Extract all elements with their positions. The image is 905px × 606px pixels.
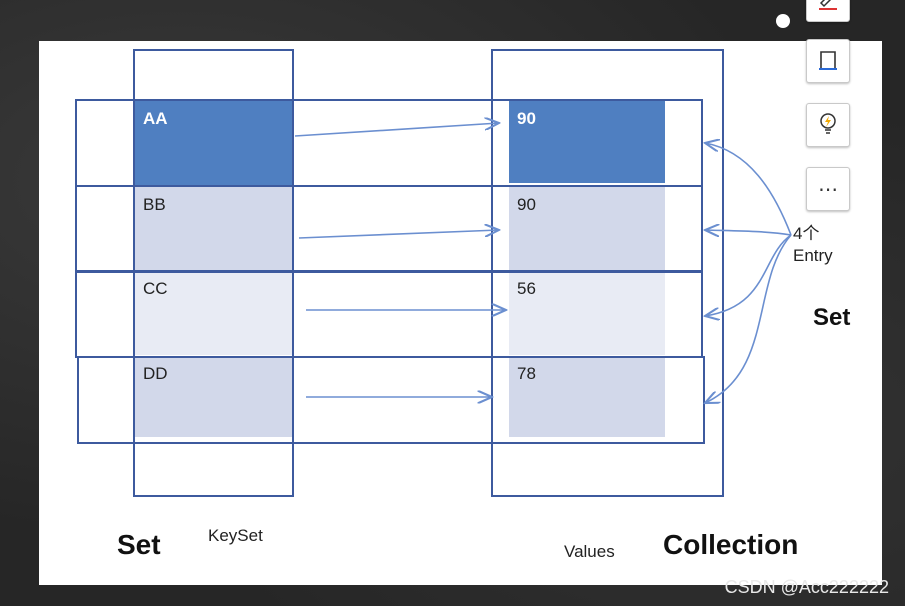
arrow-aa-to-value: [294, 123, 499, 137]
entry-curve-4: [705, 234, 792, 403]
key-cell-aa: [135, 101, 293, 185]
key-cell-bb: [135, 186, 293, 270]
watermark: CSDN @Acc222222: [724, 577, 889, 597]
keyset-column-outline: [133, 49, 294, 497]
entry-word-label: Entry: [793, 246, 833, 265]
more-button[interactable]: ⋯: [806, 167, 850, 211]
layout-icon: [815, 46, 841, 77]
pen-icon: [815, 0, 841, 16]
entry-curve-1: [705, 143, 792, 236]
value-label-3: 56: [517, 279, 536, 298]
entry-curve-3: [705, 234, 792, 316]
collection-label: Collection: [663, 529, 799, 560]
value-label-4: 78: [517, 364, 536, 383]
key-label-aa: AA: [143, 109, 168, 128]
value-cell-3: [509, 271, 665, 355]
value-label-2: 90: [517, 195, 536, 214]
layout-button[interactable]: [806, 39, 850, 83]
entry-count-label: 4个: [793, 224, 820, 243]
value-cell-2: [509, 186, 665, 270]
keyset-set-label: Set: [117, 529, 161, 560]
key-cell-dd: [135, 357, 293, 437]
key-label-cc: CC: [143, 279, 168, 298]
values-label: Values: [564, 542, 615, 561]
indicator-dot: [776, 14, 790, 28]
ideas-button[interactable]: [806, 103, 850, 147]
pen-button[interactable]: [806, 0, 850, 22]
more-icon: ⋯: [818, 177, 838, 201]
value-cell-1: [509, 101, 665, 183]
lightbulb-icon: [815, 110, 841, 141]
entry-curve-2: [705, 230, 792, 235]
mapping-arrows: [294, 41, 792, 585]
key-cell-cc: [135, 271, 293, 355]
keyset-label: KeySet: [208, 526, 263, 545]
entry-row-2: [75, 185, 703, 273]
value-cell-4: [509, 357, 665, 437]
value-label-1: 90: [517, 109, 536, 128]
arrow-bb-to-value: [298, 230, 499, 239]
entry-set-label: Set: [813, 304, 851, 331]
key-label-bb: BB: [143, 195, 166, 214]
key-label-dd: DD: [143, 364, 168, 383]
slide-canvas: AA BB CC DD 90 90 56 78 4个 Entry Set Set…: [39, 41, 882, 585]
values-column-outline: [491, 49, 724, 497]
